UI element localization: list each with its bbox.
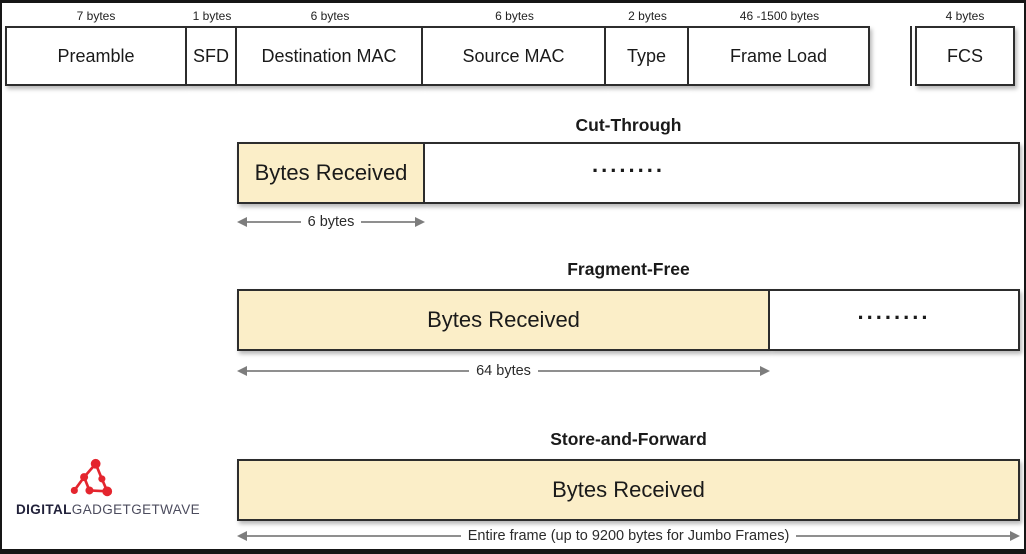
arrow-left-icon xyxy=(237,366,247,376)
frame-field-frame-load: 46 -1500 bytes Frame Load xyxy=(689,6,870,86)
measure-label: 64 bytes xyxy=(476,363,531,379)
measure-64-bytes: 64 bytes xyxy=(237,363,771,379)
logo-wordmark-light: GADGETGETWAVE xyxy=(71,502,201,517)
measure-entire-frame: Entire frame (up to 9200 bytes for Jumbo… xyxy=(237,528,1020,544)
bytes-received-box: Bytes Received xyxy=(237,289,770,351)
bytes-received-box: Bytes Received xyxy=(237,142,425,204)
frame-field-preamble: 7 bytes Preamble xyxy=(5,6,187,86)
arrow-right-icon xyxy=(760,366,771,376)
frame-field-destination-mac: 6 bytes Destination MAC xyxy=(237,6,423,86)
field-box-label: FCS xyxy=(915,26,1015,86)
frame-break xyxy=(870,6,915,86)
bytes-received-label: Bytes Received xyxy=(254,160,408,185)
frame-field-source-mac: 6 bytes Source MAC xyxy=(423,6,606,86)
section-title-cut-through: Cut-Through xyxy=(575,115,682,135)
measure-label: 6 bytes xyxy=(307,214,355,230)
arrow-right-icon xyxy=(415,217,425,227)
bytes-received-box: Bytes Received xyxy=(237,459,1020,521)
field-size-label: 1 bytes xyxy=(192,9,232,23)
section-title-fragment-free: Fragment-Free xyxy=(567,259,690,279)
arrow-left-icon xyxy=(237,217,247,227)
frame-field-sfd: 1 bytes SFD xyxy=(187,6,237,86)
frame-field-type: 2 bytes Type xyxy=(606,6,689,86)
measure-6-bytes: 6 bytes xyxy=(237,214,425,230)
fragment-free-row: Bytes Received ........ xyxy=(237,289,1020,351)
store-and-forward-row: Bytes Received xyxy=(237,459,1020,521)
field-box-label: Type xyxy=(606,26,689,86)
section-title-store-and-forward: Store-and-Forward xyxy=(550,429,707,449)
ethernet-frame-strip: 7 bytes Preamble 1 bytes SFD 6 bytes Des… xyxy=(5,6,1015,86)
measure-label: Entire frame (up to 9200 bytes for Jumbo… xyxy=(467,528,790,544)
remaining-dots: ........ xyxy=(857,299,931,325)
field-size-label: 2 bytes xyxy=(628,9,667,23)
field-box-label: Frame Load xyxy=(689,26,870,86)
field-box-label: Preamble xyxy=(5,26,187,86)
arrow-left-icon xyxy=(237,531,247,541)
field-size-label: 46 -1500 bytes xyxy=(739,9,820,23)
field-size-label: 6 bytes xyxy=(310,9,350,23)
cut-through-row: Bytes Received ........ xyxy=(237,142,1020,204)
arrow-right-icon xyxy=(1010,531,1020,541)
frame-field-fcs: 4 bytes FCS xyxy=(915,6,1015,86)
logo-wordmark: DIGITALGADGETGETWAVE xyxy=(16,502,200,517)
network-cluster-icon xyxy=(66,454,120,507)
remaining-bytes-box: ........ xyxy=(770,289,1020,351)
field-size-label: 7 bytes xyxy=(76,9,116,23)
bytes-received-label: Bytes Received xyxy=(427,307,580,332)
field-box-label: Destination MAC xyxy=(237,26,423,86)
field-size-label: 6 bytes xyxy=(495,9,534,23)
frame-break-line xyxy=(870,26,912,86)
field-box-label: SFD xyxy=(187,26,237,86)
field-box-label: Source MAC xyxy=(423,26,606,86)
logo-wordmark-bold: DIGITAL xyxy=(16,502,72,517)
remaining-bytes-box xyxy=(425,142,1020,204)
bytes-received-label: Bytes Received xyxy=(552,477,705,502)
field-size-label: 4 bytes xyxy=(945,9,985,23)
